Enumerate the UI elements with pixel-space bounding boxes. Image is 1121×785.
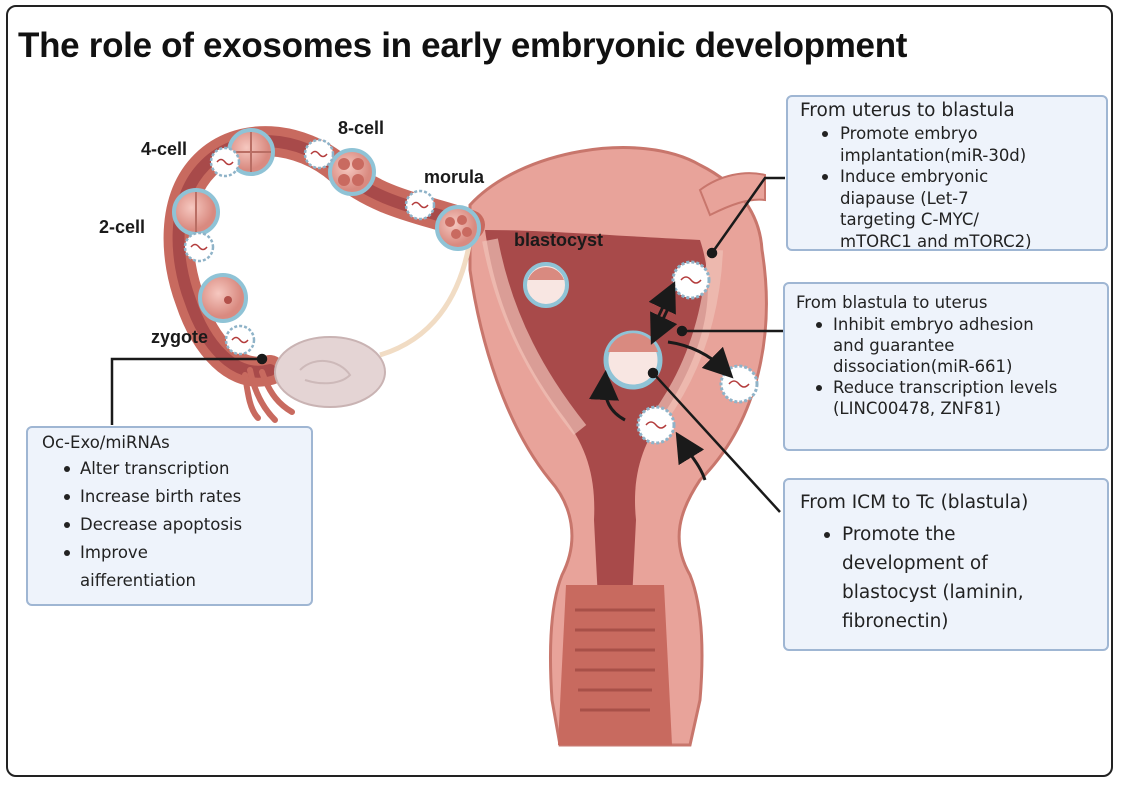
ub-item-line: Induce embryonic <box>840 167 989 186</box>
ub-item-line: mTORC1 and mTORC2) <box>840 231 1032 251</box>
ub-item-line: implantation(miR-30d) <box>840 145 1027 165</box>
icm-item: Promote the development of blastocyst (l… <box>800 520 1107 636</box>
oc-exo-item: Decrease apoptosis <box>42 511 311 539</box>
leader-ub <box>710 176 785 254</box>
bu-item-line: (LINC00478, ZNF81) <box>833 399 1001 418</box>
bu-item-line: dissociation(miR-661) <box>833 357 1013 376</box>
oc-exo-item: Increase birth rates <box>42 483 311 511</box>
zygote-cell <box>198 273 248 323</box>
bu-item: Inhibit embryo adhesion and guarantee di… <box>796 314 1107 377</box>
callout-blastula-to-uterus: From blastula to uterus Inhibit embryo a… <box>783 282 1109 451</box>
arrow-from-exo-bottom <box>675 431 707 481</box>
embryo-stages <box>172 128 663 390</box>
arrow-from-exo-left <box>589 370 626 422</box>
double-arrow-down <box>650 299 678 345</box>
callout-uterus-to-blastula: From uterus to blastula Promote embryo i… <box>786 95 1108 251</box>
ub-item: Promote embryo implantation(miR-30d) <box>800 123 1106 166</box>
uterus-wall-left <box>482 238 587 435</box>
bu-item-line: Inhibit embryo adhesion <box>833 315 1034 334</box>
label-4-cell: 4-cell <box>141 139 188 159</box>
eight-cell <box>328 148 376 196</box>
icm-item-line: fibronectin) <box>842 611 949 632</box>
bu-item-line: Reduce transcription levels <box>833 378 1058 397</box>
fallopian-tube <box>163 126 485 423</box>
morula-cell <box>435 205 481 251</box>
ovarian-ligament <box>379 239 473 358</box>
ub-item-line: Promote embryo <box>840 124 978 143</box>
bu-item: Reduce transcription levels (LINC00478, … <box>796 377 1107 419</box>
leader-oc <box>110 357 262 425</box>
fimbriae <box>242 367 295 423</box>
icm-item-line: development of <box>842 553 988 574</box>
bu-item-line: and guarantee <box>833 336 955 355</box>
cervix <box>558 585 672 745</box>
oc-exo-item: Alter transcription <box>42 455 311 483</box>
label-morula: morula <box>424 167 485 187</box>
callout-icm-to-tc: From ICM to Tc (blastula) Promote the de… <box>783 478 1109 651</box>
label-zygote: zygote <box>151 327 209 347</box>
callout-icm-title: From ICM to Tc (blastula) <box>800 492 1029 513</box>
callout-oc-exo: Oc-Exo/miRNAs Alter transcription Increa… <box>26 426 313 606</box>
icm-item-line: Promote the <box>842 524 956 545</box>
callout-ub-title: From uterus to blastula <box>800 100 1015 121</box>
label-2-cell: 2-cell <box>99 217 146 237</box>
icm-item-line: blastocyst (laminin, <box>842 582 1024 603</box>
figure-title: The role of exosomes in early embryonic … <box>18 26 908 65</box>
label-8-cell: 8-cell <box>338 118 385 138</box>
leader-lines <box>110 176 785 513</box>
leader-icm <box>652 372 781 513</box>
ub-item-line: diapause (Let-7 <box>840 188 969 208</box>
ovary <box>274 336 386 408</box>
arrows <box>589 281 734 481</box>
ub-item-line: targeting C-MYC/ <box>840 210 979 229</box>
callout-oc-exo-title: Oc-Exo/miRNAs <box>42 433 170 452</box>
right-tube-stub <box>698 172 766 217</box>
oc-exo-item-continued: aifferentiation <box>80 571 197 590</box>
exosomes <box>183 138 759 445</box>
callout-bu-title: From blastula to uterus <box>796 293 988 312</box>
label-blastocyst: blastocyst <box>514 230 604 250</box>
ub-item: Induce embryonic diapause (Let-7 targeti… <box>800 166 1106 252</box>
oc-exo-item: Improve <box>42 539 311 567</box>
